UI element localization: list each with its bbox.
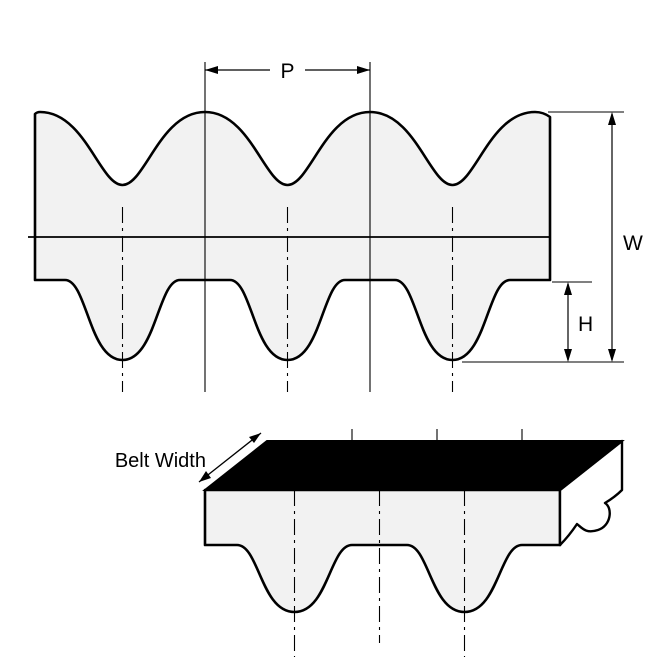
overall-width-label: W [623, 232, 643, 255]
h-arrowhead-bottom-icon [564, 349, 572, 362]
pitch-label: P [280, 60, 294, 83]
tooth-centerlines [121, 207, 454, 392]
pitch-arrowhead-right-icon [357, 66, 370, 74]
cross-section-view: P W H [28, 60, 643, 392]
belt-width-arrowhead-upper-icon [249, 433, 261, 443]
belt-width-label: Belt Width [115, 450, 206, 472]
pitch-extension-lines [204, 62, 371, 392]
overall-width-dimension: W [462, 111, 643, 363]
belt-front-face [203, 488, 562, 614]
belt-top-face [202, 440, 625, 491]
tooth-height-label: H [578, 313, 593, 336]
belt-profile-outline [33, 110, 552, 362]
back-edge-centerline-ticks [351, 429, 523, 447]
w-arrowhead-bottom-icon [608, 349, 616, 362]
belt-width-arrowhead-lower-icon [199, 471, 211, 482]
pitch-arrowhead-left-icon [205, 66, 218, 74]
perspective-view: Belt Width [115, 429, 625, 657]
pitch-dimension: P [205, 60, 370, 83]
tooth-height-dimension: H [552, 281, 593, 362]
w-arrowhead-top-icon [608, 112, 616, 125]
front-tooth-centerlines [293, 490, 466, 657]
h-arrowhead-top-icon [564, 282, 572, 295]
belt-width-arrow-line [198, 432, 262, 483]
belt-width-dimension: Belt Width [115, 432, 262, 483]
belt-end-face [558, 439, 624, 547]
